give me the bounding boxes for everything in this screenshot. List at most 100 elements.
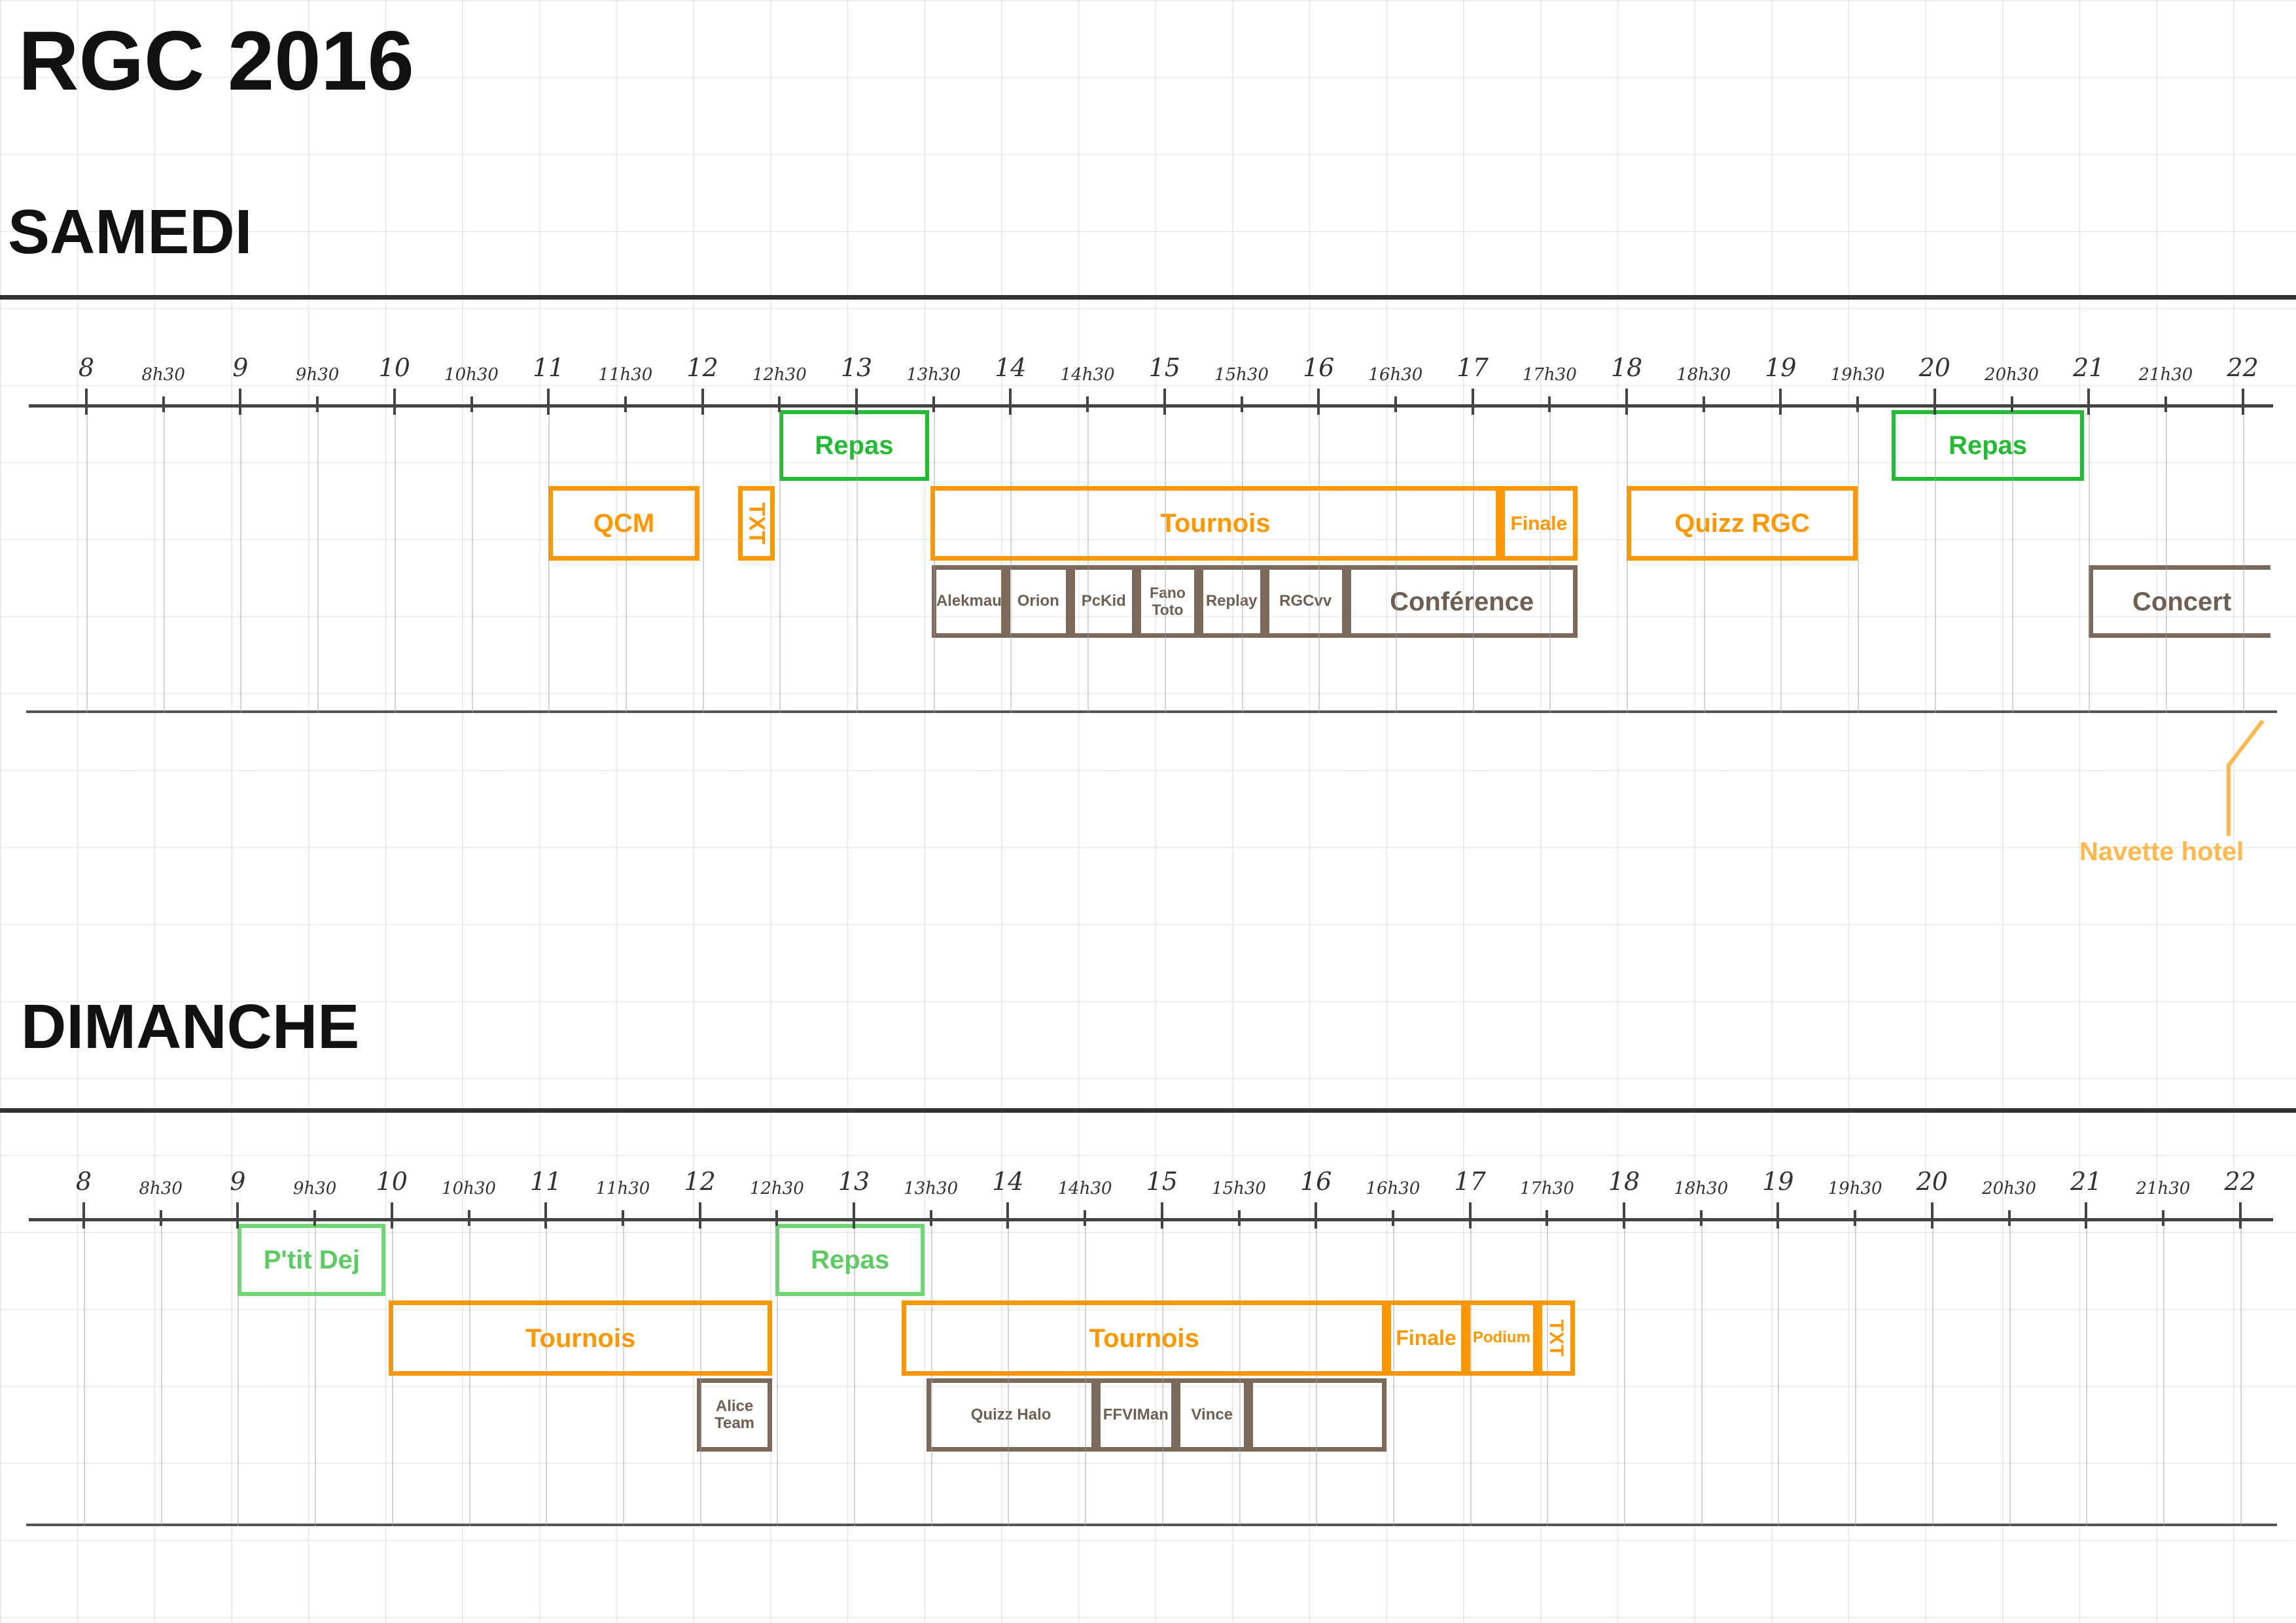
grid-line (1549, 406, 1551, 713)
grid-line (84, 1219, 85, 1526)
tick-label: 12 (684, 1167, 716, 1196)
axis-tick (1391, 1210, 1394, 1226)
tick-label: 9h30 (295, 365, 340, 385)
event-label: Fano Toto (1150, 584, 1186, 618)
grid-line (315, 1219, 317, 1526)
grid-line (160, 1219, 162, 1526)
axis-tick (1930, 1202, 1934, 1229)
event-label: RGCvv (1279, 592, 1332, 610)
grid-line (468, 1219, 470, 1526)
axis-tick (624, 396, 627, 412)
grid-line (2009, 1219, 2011, 1526)
grid-line (1470, 1219, 1472, 1526)
grid-line (1161, 1219, 1163, 1526)
tick-label: 16 (1303, 353, 1335, 382)
tick-label: 11h30 (598, 365, 653, 385)
time-axis (29, 404, 2273, 408)
tick-label: 21h30 (2136, 1179, 2191, 1198)
grid-line (2242, 406, 2244, 713)
tick-label: 16h30 (1368, 365, 1423, 385)
grid-line (548, 406, 550, 713)
tick-label: 12h30 (752, 365, 807, 385)
event-block-podium: Podium (1465, 1300, 1538, 1376)
event-label: Vince (1191, 1405, 1233, 1423)
tick-label: 13 (838, 1167, 870, 1196)
tick-label: 19 (1765, 353, 1797, 382)
grid-line (1858, 406, 1860, 713)
tick-label: 19h30 (1830, 365, 1885, 385)
event-label: Alekmau (936, 592, 1002, 610)
tick-label: 14 (992, 1167, 1024, 1196)
grid-line (240, 406, 242, 713)
grid-line (2011, 406, 2013, 713)
grid-line (2165, 406, 2167, 713)
tick-label: 8h30 (141, 365, 185, 385)
tick-label: 22 (2224, 1167, 2256, 1196)
axis-tick (1856, 396, 1860, 412)
tick-label: 10h30 (442, 1179, 496, 1198)
axis-tick (1240, 396, 1243, 412)
tick-label: 17h30 (1519, 1179, 1574, 1198)
tick-label: 8 (78, 353, 95, 382)
event-block-empty (1248, 1378, 1387, 1452)
axis-tick (1699, 1210, 1703, 1226)
grid-line (2163, 1219, 2164, 1526)
grid-line (1780, 406, 1782, 713)
axis-tick (1854, 1210, 1857, 1226)
event-block-vince: Vince (1175, 1378, 1248, 1452)
event-label: Tournois (1160, 509, 1271, 538)
event-label: Conférence (1390, 587, 1534, 616)
grid-line (1701, 1219, 1703, 1526)
tick-label: 9h30 (292, 1179, 337, 1198)
event-block-fano-toto: Fano Toto (1137, 565, 1199, 638)
axis-tick (467, 1210, 470, 1226)
event-block-finale: Finale (1500, 486, 1578, 561)
event-label: Tournois (525, 1323, 636, 1353)
event-label: P'tit Dej (263, 1246, 361, 1274)
event-label: Finale (1396, 1325, 1457, 1350)
grid-line (2240, 1219, 2242, 1526)
axis-tick (1776, 1202, 1780, 1229)
section-rule (0, 1108, 2296, 1113)
page-title: RGC 2016 (18, 14, 414, 108)
grid-line (779, 406, 781, 713)
axis-tick (316, 396, 319, 412)
grid-line (1316, 1219, 1318, 1526)
grid-line (1010, 406, 1012, 713)
axis-tick (1237, 1210, 1241, 1226)
axis-tick (932, 396, 935, 412)
event-label: Repas (815, 431, 894, 460)
event-label: Finale (1510, 512, 1568, 534)
tick-label: 17 (1457, 353, 1489, 382)
axis-tick (547, 389, 550, 415)
tick-label: 9 (230, 1167, 246, 1196)
axis-tick (1394, 396, 1397, 412)
axis-tick (929, 1210, 932, 1226)
event-block-quizz-rgc: Quizz RGC (1627, 486, 1858, 561)
axis-tick (1160, 1202, 1163, 1229)
navette-hotel-label: Navette hotel (2079, 837, 2244, 866)
section-rule (0, 295, 2296, 300)
event-label: Repas (811, 1246, 890, 1274)
axis-tick (82, 1202, 85, 1229)
grid-line (930, 1219, 932, 1526)
axis-tick (85, 389, 88, 415)
grid-line (1395, 406, 1397, 713)
grid-line (625, 406, 627, 713)
event-block-tournois: Tournois (901, 1300, 1387, 1376)
axis-tick (775, 1210, 779, 1226)
event-label: PcKid (1081, 592, 1126, 610)
event-block-concert: Concert (2089, 565, 2270, 638)
grid-line (699, 1219, 701, 1526)
tick-label: 14h30 (1057, 1179, 1112, 1198)
grid-line (1703, 406, 1705, 713)
event-block-quizz-halo: Quizz Halo (926, 1378, 1096, 1452)
grid-line (622, 1219, 624, 1526)
tick-label: 13h30 (906, 365, 961, 385)
tick-label: 15h30 (1214, 365, 1269, 385)
event-label: Repas (1948, 431, 2028, 460)
grid-line (163, 406, 165, 713)
tick-label: 10 (376, 1167, 408, 1196)
tick-label: 14h30 (1060, 365, 1115, 385)
axis-tick (1779, 389, 1782, 415)
